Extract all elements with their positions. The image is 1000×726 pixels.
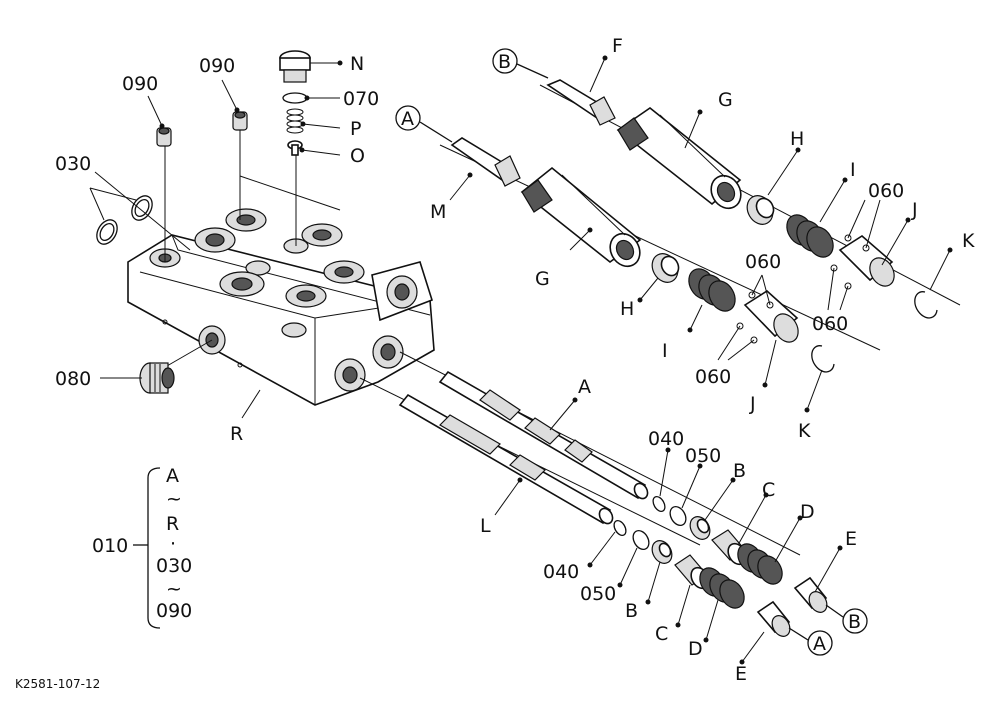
marker-b-bottom-text: B — [848, 611, 861, 633]
marker-a-bottom-text: A — [813, 633, 826, 655]
label-g-lower: G — [535, 268, 550, 290]
spring-i-upper — [786, 214, 834, 258]
label-k-lower: K — [798, 420, 811, 442]
label-h-upper: H — [790, 128, 804, 150]
label-h-lower: H — [620, 298, 634, 320]
marker-a-top-text: A — [401, 108, 414, 130]
collar-h-upper — [746, 195, 775, 225]
plug-n — [279, 50, 311, 83]
caps-e — [756, 576, 828, 637]
snap-ring-k-lower — [811, 345, 835, 373]
sleeve-j-upper — [830, 234, 895, 290]
label-k-upper: K — [962, 230, 975, 252]
label-b-mid1: B — [733, 460, 746, 482]
label-060-a: 060 — [868, 180, 904, 202]
legend-number: 010 — [92, 535, 128, 557]
label-d-2: D — [688, 638, 703, 660]
label-040-a: 040 — [648, 428, 684, 450]
legend-line3: 030 — [156, 555, 192, 577]
label-060-b: 060 — [812, 313, 848, 335]
o-rings-040 — [613, 495, 666, 537]
marker-b-bottom: B — [825, 604, 868, 634]
springs-d — [699, 543, 783, 609]
spool-a — [438, 370, 649, 500]
leader-lines — [89, 55, 953, 665]
label-080: 080 — [55, 368, 91, 390]
o-rings-030 — [96, 195, 153, 245]
label-050-a: 050 — [685, 445, 721, 467]
set-screw-090-center — [232, 111, 248, 131]
legend-line1: A — [166, 465, 179, 487]
legend-line4: 090 — [156, 600, 192, 622]
plug-080 — [139, 362, 175, 394]
o-ring-070 — [282, 92, 308, 104]
sleeve-j-lower — [736, 289, 799, 344]
legend-line2: R — [166, 513, 179, 535]
label-i-upper: I — [850, 159, 856, 181]
marker-b-top-text: B — [498, 51, 511, 73]
poppet-o — [287, 140, 303, 156]
legend-tilde2: ~ — [166, 578, 182, 600]
back-rings-050 — [632, 506, 687, 550]
label-r: R — [230, 423, 243, 445]
spring-i-lower — [688, 268, 736, 312]
collar-h-lower — [651, 253, 680, 283]
label-e-2: E — [735, 663, 747, 685]
marker-a-bottom: A — [788, 627, 833, 656]
label-090-center: 090 — [199, 55, 235, 77]
legend-tilde1: ~ — [166, 488, 182, 510]
spring-p — [286, 108, 304, 134]
set-screw-090-left — [156, 127, 172, 147]
figure-code: K2581-107-12 — [15, 677, 100, 691]
label-a-spool: A — [578, 376, 591, 398]
label-i-lower: I — [662, 340, 668, 362]
label-050-b: 050 — [580, 583, 616, 605]
snap-ring-k-upper — [914, 291, 938, 319]
label-l: L — [480, 515, 491, 537]
marker-a-top: A — [395, 105, 453, 143]
label-p: P — [350, 118, 361, 140]
label-g-upper: G — [718, 89, 733, 111]
pin-f — [546, 79, 616, 126]
label-j-lower: J — [749, 393, 756, 415]
label-030: 030 — [55, 153, 91, 175]
housing-g-upper — [616, 107, 742, 210]
label-n: N — [350, 53, 364, 75]
spool-l — [398, 393, 614, 525]
label-c-2: C — [655, 623, 668, 645]
marker-b-top: B — [492, 48, 549, 79]
seats-b — [651, 516, 711, 564]
label-070: 070 — [343, 88, 379, 110]
label-090-left: 090 — [122, 73, 158, 95]
pin-m — [450, 137, 521, 187]
label-o: O — [350, 145, 365, 167]
valve-body — [127, 208, 435, 406]
callout-labels: 090 090 N 070 P O 030 080 R F G M H I 06… — [55, 35, 975, 685]
label-060-c: 060 — [745, 251, 781, 273]
label-060-d: 060 — [695, 366, 731, 388]
label-j-upper: J — [911, 199, 918, 221]
legend-dot: · — [170, 533, 176, 555]
assembly-legend: 010 A ~ R · 030 ~ 090 — [92, 465, 192, 629]
label-b-mid2: B — [625, 600, 638, 622]
label-e-1: E — [845, 528, 857, 550]
housing-g-lower — [520, 166, 642, 268]
label-f: F — [612, 35, 623, 57]
label-c-1: C — [762, 479, 775, 501]
label-m: M — [430, 201, 446, 223]
label-d-1: D — [800, 501, 815, 523]
label-040-b: 040 — [543, 561, 579, 583]
